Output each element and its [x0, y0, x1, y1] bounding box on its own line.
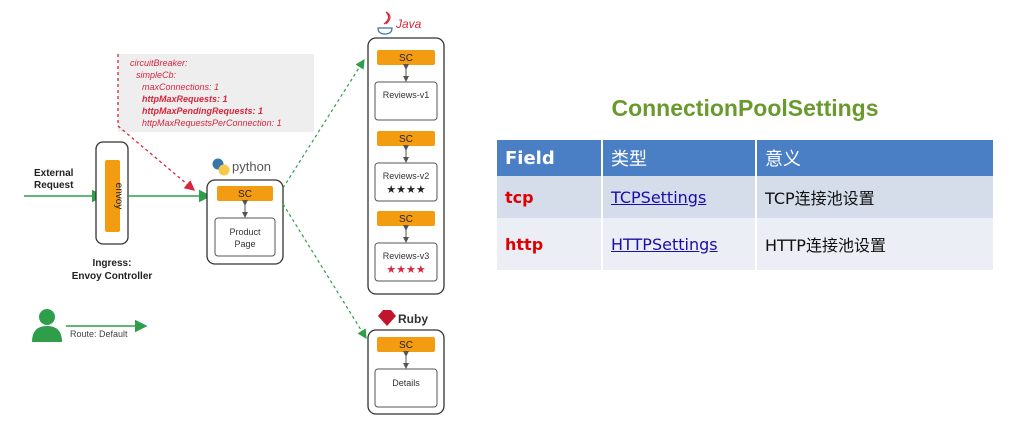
reviews-v3-sc-label: SC [399, 214, 413, 225]
httpsettings-link[interactable]: HTTPSettings [611, 234, 718, 254]
table-header-row: Field 类型 意义 [497, 140, 993, 176]
cb-line-5: httpMaxPendingRequests: 1 [142, 106, 263, 116]
field-cell: http [497, 218, 602, 270]
productpage-sc-label: SC [238, 189, 252, 200]
ingress-label-1: Ingress: [93, 258, 132, 269]
circuit-breaker-pointer [117, 54, 195, 191]
python-label: python [232, 159, 271, 174]
user-route: Route: Default [32, 309, 148, 342]
connection-pool-table: Field 类型 意义 tcp TCPSettings TCP连接池设置 htt… [497, 140, 993, 270]
external-request-label-2: Request [34, 180, 74, 191]
external-request: External Request [24, 168, 105, 203]
meaning-cell: TCP连接池设置 [755, 176, 993, 218]
details-sc-label: SC [399, 340, 413, 351]
reviews-group: SC Reviews-v1 SC Reviews-v2 ★★★★ SC Revi… [367, 37, 445, 295]
productpage-label-1: Product [229, 227, 261, 237]
cb-line-3: maxConnections: 1 [142, 82, 219, 92]
reviews-v2-label: Reviews-v2 [383, 171, 430, 181]
route-label: Route: Default [70, 329, 128, 339]
java-logo: Java [377, 11, 422, 35]
header-field: Field [497, 140, 602, 176]
envoy-label: envoy [113, 183, 124, 210]
circuit-breaker-config: circuitBreaker: simpleCb: maxConnections… [118, 54, 314, 132]
field-cell: tcp [497, 176, 602, 218]
to-details-arrow [282, 203, 367, 340]
istio-architecture-diagram: circuitBreaker: simpleCb: maxConnections… [24, 11, 445, 415]
reviews-v3-label: Reviews-v3 [383, 251, 430, 261]
productpage-pod: SC Product Page [206, 179, 284, 265]
user-icon [39, 309, 55, 325]
cb-line-6: httpMaxRequestsPerConnection: 1 [142, 118, 282, 128]
reviews-v2-stars: ★★★★ [386, 184, 426, 196]
to-reviews-arrow [282, 58, 365, 189]
reviews-v1-label: Reviews-v1 [383, 90, 430, 100]
header-meaning: 意义 [755, 140, 993, 176]
table-row: http HTTPSettings HTTP连接池设置 [497, 218, 993, 270]
ingress-label-2: Envoy Controller [72, 271, 153, 282]
details-pod: SC Details [367, 329, 445, 415]
meaning-cell: HTTP连接池设置 [755, 218, 993, 270]
cb-line-1: circuitBreaker: [130, 58, 188, 68]
ruby-label: Ruby [398, 312, 428, 326]
java-label: Java [395, 17, 422, 31]
ruby-logo: Ruby [378, 310, 428, 326]
python-logo: python [212, 158, 271, 176]
cb-line-4: httpMaxRequests: 1 [142, 94, 228, 104]
details-label: Details [392, 378, 420, 388]
ingress-envoy: envoy Ingress: Envoy Controller [72, 141, 153, 282]
productpage-label-2: Page [234, 239, 255, 249]
reviews-v3-stars: ★★★★ [386, 264, 426, 276]
connection-pool-title: ConnectionPoolSettings [611, 95, 879, 121]
external-request-label-1: External [34, 168, 74, 179]
header-type: 类型 [601, 140, 756, 176]
reviews-v2-sc-label: SC [399, 134, 413, 145]
cb-line-2: simpleCb: [136, 70, 177, 80]
reviews-v1-sc-label: SC [399, 53, 413, 64]
tcpsettings-link[interactable]: TCPSettings [611, 187, 707, 207]
table-row: tcp TCPSettings TCP连接池设置 [497, 176, 993, 218]
